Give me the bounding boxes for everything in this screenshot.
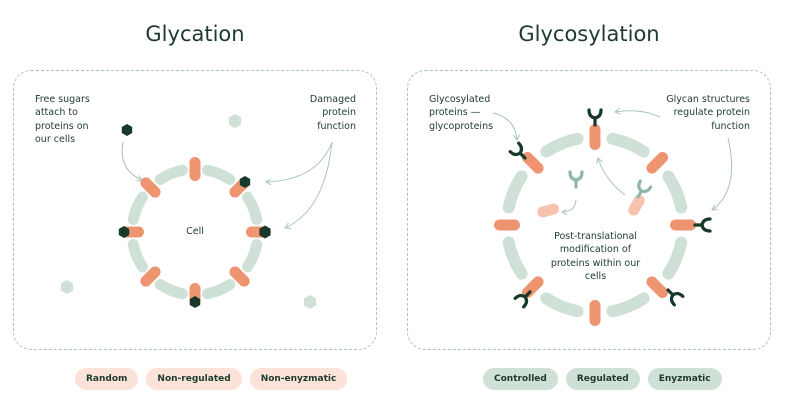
protein [670, 219, 696, 231]
glycosylation-panel [407, 70, 771, 350]
protein [646, 151, 669, 174]
membrane-segment [502, 236, 528, 280]
glycation-note-right: Damaged protein function [309, 94, 356, 132]
protein [140, 266, 161, 287]
membrane-segment [540, 132, 584, 158]
glycosylation-pills: Controlled Regulated Enyzmatic [483, 368, 722, 390]
membrane-segment [127, 191, 148, 225]
membrane-segment [606, 292, 650, 318]
glycan-icon [666, 288, 685, 307]
pill-non-regulated: Non-regulated [146, 368, 242, 390]
arrow-damaged-1 [265, 141, 333, 186]
protein [589, 124, 601, 150]
membrane-segment [662, 236, 688, 280]
glycan-icon [693, 217, 712, 233]
arrow-glycoproteins [492, 112, 520, 141]
protein [628, 194, 645, 216]
glycation-panel [13, 70, 377, 350]
membrane-segment [154, 164, 188, 185]
glycan-icon [568, 170, 584, 189]
membrane-segment [202, 279, 236, 300]
sugar-icon [259, 225, 271, 239]
arrow-sugar-attach [121, 141, 143, 182]
protein [646, 276, 669, 299]
protein [140, 177, 161, 198]
protein [229, 266, 250, 287]
glycan-icon [513, 290, 532, 309]
glycan-icon [508, 141, 527, 160]
glycan-icon [636, 179, 653, 199]
arrow-glycan-attach [561, 199, 577, 216]
sugar-icon [189, 296, 201, 308]
membrane-segment [540, 292, 584, 318]
arrow-protein-move [596, 157, 626, 196]
arrow-glycan-regulate [614, 107, 661, 118]
glycan-icon [587, 108, 603, 127]
protein [537, 203, 559, 218]
sugar-icon [118, 226, 130, 238]
protein [494, 219, 520, 231]
pill-non-enzymatic: Non-enyzmatic [249, 368, 348, 390]
glycosylation-note-right: Glycan structures regulate protein funct… [666, 94, 750, 132]
glycosylation-title: Glycosylation [518, 22, 660, 46]
free-sugar-icon [60, 280, 74, 294]
protein [589, 300, 601, 326]
protein [521, 151, 544, 174]
glycosylation-center-label: Post-translational modification of prote… [550, 231, 641, 283]
free-sugar-icon [303, 295, 317, 309]
membrane-segment [502, 170, 528, 214]
pill-random: Random [75, 368, 139, 390]
membrane-segment [202, 164, 236, 185]
pill-enzymatic: Enyzmatic [647, 368, 722, 390]
glycation-title: Glycation [145, 22, 245, 46]
pill-regulated: Regulated [565, 368, 640, 390]
membrane-segment [242, 191, 263, 225]
glycation-note-left: Free sugars attach to proteins on our ce… [35, 94, 90, 146]
membrane-segment [242, 239, 263, 273]
glycosylation-note-left: Glycosylated proteins — glycoproteins [429, 94, 494, 132]
protein [189, 157, 201, 181]
membrane-segment [662, 170, 688, 214]
membrane-segment [606, 132, 650, 158]
membrane-segment [154, 279, 188, 300]
pill-controlled: Controlled [483, 368, 558, 390]
arrow-damaged-2 [284, 141, 333, 230]
free-sugar-icon [121, 124, 133, 136]
cell-label: Cell [186, 226, 204, 237]
glycation-pills: Random Non-regulated Non-enyzmatic [75, 368, 348, 390]
membrane-segment [127, 239, 148, 273]
free-sugar-icon [228, 114, 242, 128]
arrow-glycan-regulate-2 [711, 137, 733, 211]
sugar-icon [239, 176, 251, 188]
